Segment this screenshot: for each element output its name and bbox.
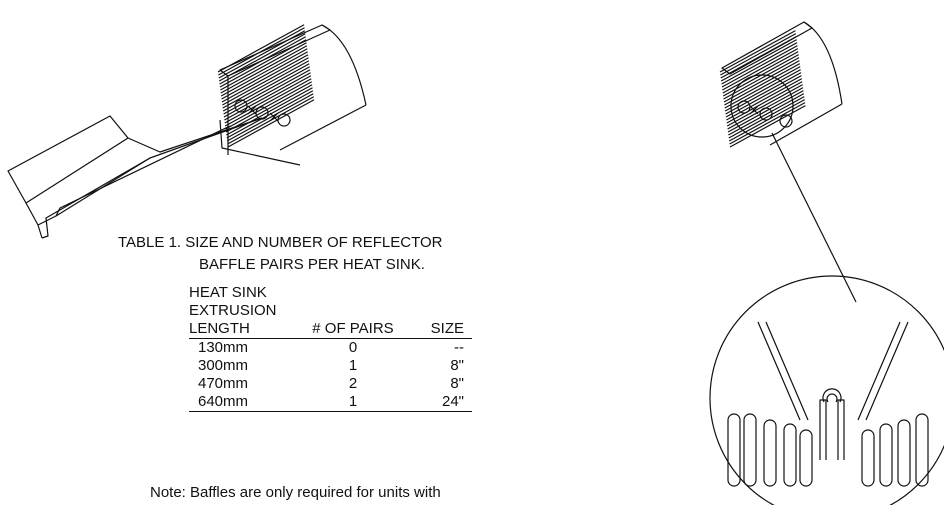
cell-size: 24" <box>404 393 472 412</box>
table-row: 640mm 1 24" <box>189 393 472 412</box>
magnified-detail <box>709 275 944 505</box>
table-caption-line2: BAFFLE PAIRS PER HEAT SINK. <box>199 256 425 273</box>
header-heat-sink: HEAT SINK <box>189 284 267 301</box>
table-header-row: HEAT SINK <box>189 284 472 302</box>
cell-pairs: 1 <box>348 357 358 374</box>
cell-pairs: 0 <box>348 339 358 356</box>
baffle-table: HEAT SINK EXTRUSION LENGTH # OF PAIRS SI… <box>189 284 472 412</box>
table-note: Note: Baffles are only required for unit… <box>150 484 441 501</box>
cell-size: 8" <box>450 357 464 374</box>
heat-sink-left <box>217 24 367 166</box>
cell-size: 8" <box>450 375 464 392</box>
cell-size: -- <box>454 339 464 356</box>
reflector-baffle <box>7 115 263 239</box>
heat-sink-right <box>719 21 857 303</box>
header-length: LENGTH <box>189 320 302 339</box>
cell-length: 470mm <box>198 375 249 392</box>
cell-length: 300mm <box>198 357 249 374</box>
table-header-row: EXTRUSION <box>189 302 472 320</box>
table-header-row: LENGTH # OF PAIRS SIZE <box>189 320 472 339</box>
table-row: 300mm 1 8" <box>189 357 472 375</box>
cell-pairs: 1 <box>302 393 404 412</box>
table-caption-line1: TABLE 1. SIZE AND NUMBER OF REFLECTOR <box>118 234 443 251</box>
table-row: 130mm 0 -- <box>189 339 472 358</box>
cell-length: 130mm <box>198 339 249 356</box>
header-extrusion: EXTRUSION <box>189 302 277 319</box>
header-size: SIZE <box>404 320 472 339</box>
cell-pairs: 2 <box>348 375 358 392</box>
table-row: 470mm 2 8" <box>189 375 472 393</box>
cell-length: 640mm <box>189 393 302 412</box>
header-pairs: # OF PAIRS <box>302 320 404 339</box>
